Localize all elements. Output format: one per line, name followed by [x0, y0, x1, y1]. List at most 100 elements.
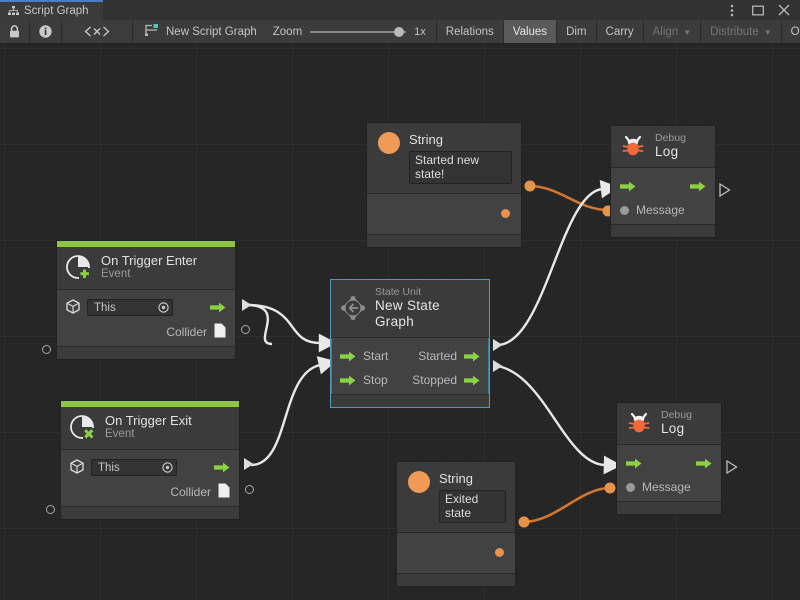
window-controls — [725, 0, 800, 20]
node-input-port-left-exit[interactable] — [46, 505, 55, 514]
port-in-start[interactable]: Start — [340, 349, 388, 363]
toolbar-button-dim-label: Dim — [566, 25, 587, 38]
node-debug-log-top[interactable]: Debug Log — [610, 125, 716, 239]
window-tab-bar: Script Graph — [0, 0, 800, 20]
toolbar-button-carry[interactable]: Carry — [597, 20, 644, 43]
flow-out-arrow-icon[interactable] — [464, 351, 480, 362]
input-port-message[interactable] — [626, 482, 635, 492]
node-accent-bar — [57, 241, 235, 247]
node-title: String — [439, 471, 473, 486]
flow-out-arrow-icon[interactable] — [690, 181, 706, 192]
maximize-icon[interactable] — [751, 3, 765, 17]
string-value-field[interactable]: Exited state — [439, 490, 506, 523]
flow-out-arrow-icon[interactable] — [696, 458, 712, 469]
node-on-trigger-exit[interactable]: On Trigger Exit Event This — [60, 400, 240, 520]
edge-string-bottom-to-debug-message — [522, 486, 611, 524]
node-footer — [331, 394, 489, 408]
flow-in-arrow-icon[interactable] — [626, 458, 642, 469]
flow-out-arrow-icon[interactable] — [464, 375, 480, 386]
node-title-block: Debug Log — [661, 409, 692, 437]
port-label-stopped: Stopped — [412, 373, 457, 388]
port-label-start: Start — [363, 349, 389, 364]
toolbar-button-values[interactable]: Values — [503, 20, 558, 43]
port-out-started[interactable]: Started — [418, 349, 480, 363]
node-header: String Exited state — [397, 462, 515, 533]
info-button[interactable] — [30, 20, 62, 43]
graph-name-field[interactable]: New Script Graph — [133, 20, 267, 43]
graph-canvas[interactable]: String Started new state! — [0, 44, 800, 600]
edge-trigger-exit-to-state-stop — [250, 356, 337, 467]
flow-out-triangle-icon-exit[interactable] — [243, 457, 255, 471]
node-body: Start Started — [331, 338, 489, 394]
zoom-slider-track — [310, 30, 407, 33]
node-string-top[interactable]: String Started new state! — [366, 122, 522, 248]
toolbar-button-carry-label: Carry — [605, 25, 634, 38]
toolbar-button-values-label: Values — [512, 25, 548, 38]
flow-out-triangle-icon-enter[interactable] — [241, 298, 253, 312]
node-string-bottom[interactable]: String Exited state — [396, 461, 516, 587]
target-object-field[interactable]: This — [91, 459, 177, 477]
string-value-field[interactable]: Started new state! — [409, 151, 512, 184]
state-unit-icon — [340, 295, 366, 321]
node-collider-row: Collider — [61, 480, 239, 504]
input-port-message[interactable] — [620, 205, 629, 215]
output-port-value[interactable] — [495, 548, 504, 558]
node-flow-row — [617, 451, 721, 475]
flow-in-arrow-icon[interactable] — [620, 181, 636, 192]
port-in-stop[interactable]: Stop — [340, 373, 388, 387]
lock-button[interactable] — [0, 20, 30, 43]
kebab-menu-icon[interactable] — [725, 3, 739, 17]
toolbar-button-overview-label: Overview — [790, 25, 800, 38]
flow-in-arrow-icon[interactable] — [340, 375, 356, 386]
port-out-stopped[interactable]: Stopped — [412, 373, 480, 387]
toolbar-button-overview[interactable]: Overview — [782, 20, 800, 43]
toolbar-button-align[interactable]: Align ▼ — [644, 20, 702, 43]
node-title-block: On Trigger Exit Event — [105, 413, 192, 442]
graph-toolbar: New Script Graph Zoom 1x Relations Value… — [0, 20, 800, 44]
node-footer — [367, 233, 521, 247]
zoom-control: Zoom 1x — [267, 20, 437, 43]
node-subtitle: Event — [105, 428, 135, 441]
node-body: Message — [617, 445, 721, 501]
flow-out-triangle-icon-debug-top[interactable] — [719, 183, 731, 197]
node-debug-log-bottom[interactable]: Debug Log — [616, 402, 722, 516]
flow-out-arrow-icon[interactable] — [214, 462, 230, 473]
flow-out-triangle-icon-debug-bottom[interactable] — [726, 460, 738, 474]
node-accent-bar — [61, 401, 239, 407]
tab-script-graph[interactable]: Script Graph — [0, 0, 103, 20]
code-button[interactable] — [62, 20, 133, 43]
node-title-block: String Exited state — [439, 471, 506, 523]
node-header: String Started new state! — [367, 123, 521, 194]
toolbar-button-align-label: Align — [652, 25, 679, 38]
close-icon[interactable] — [777, 3, 791, 17]
gameobject-icon — [66, 299, 80, 317]
node-subtitle: Event — [101, 268, 131, 281]
node-state-unit[interactable]: State Unit New State Graph Start — [330, 279, 490, 409]
object-picker-icon[interactable] — [162, 462, 173, 474]
node-header: Debug Log — [611, 126, 715, 169]
output-port-value[interactable] — [501, 209, 510, 219]
flow-in-arrow-icon[interactable] — [340, 351, 356, 362]
target-object-field[interactable]: This — [87, 299, 173, 317]
script-graph-icon — [145, 24, 159, 39]
toolbar-button-distribute[interactable]: Distribute ▼ — [701, 20, 782, 43]
node-target-row: This — [57, 296, 235, 320]
zoom-slider[interactable] — [310, 25, 407, 39]
toolbar-button-relations[interactable]: Relations — [437, 20, 504, 43]
node-output-port-collider-enter[interactable] — [241, 325, 250, 334]
node-output-port-collider-exit[interactable] — [245, 485, 254, 494]
node-on-trigger-enter[interactable]: On Trigger Enter Event This — [56, 240, 236, 360]
collider-asset-icon — [214, 323, 226, 341]
collider-port-group: Collider — [166, 323, 226, 341]
flow-out-arrow-icon[interactable] — [210, 302, 226, 313]
object-picker-icon[interactable] — [158, 302, 169, 314]
toolbar-button-dim[interactable]: Dim — [557, 20, 597, 43]
port-label-stop: Stop — [363, 373, 388, 388]
zoom-slider-knob[interactable] — [394, 26, 405, 37]
node-title: Log — [661, 421, 685, 437]
node-input-port-left-enter[interactable] — [42, 345, 51, 354]
flow-out-triangle-icon-started[interactable] — [492, 338, 504, 352]
flow-out-triangle-icon-stopped[interactable] — [492, 359, 504, 373]
node-header: Debug Log — [617, 403, 721, 446]
node-port-row-start: Start Started — [331, 344, 489, 368]
